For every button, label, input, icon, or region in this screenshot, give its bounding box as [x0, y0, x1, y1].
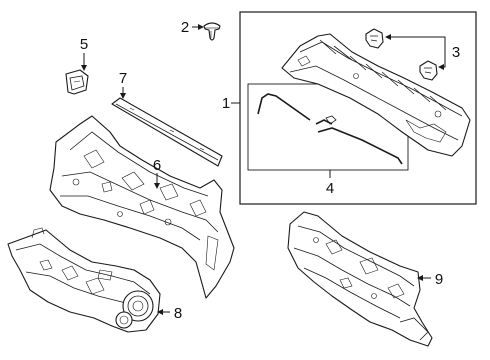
- callout-6: 6: [153, 157, 161, 174]
- callout-1: 1: [222, 95, 230, 112]
- callout-7: 7: [119, 70, 127, 87]
- callout-2: 2: [181, 19, 189, 36]
- callout-5: 5: [80, 36, 88, 53]
- callout-3: 3: [452, 44, 460, 61]
- callout-8: 8: [174, 305, 182, 322]
- retainer-clip-upper: [365, 28, 384, 49]
- cowl-brace-drawing: [111, 97, 223, 167]
- dash-panel-drawing: [49, 115, 235, 299]
- cowl-top-drawing: [281, 33, 471, 157]
- prop-rod-drawing: [257, 93, 403, 165]
- callout-9: 9: [435, 271, 443, 288]
- outer-insulator-drawing: [287, 211, 433, 347]
- callout-4: 4: [326, 180, 334, 197]
- cowl-assembly-group-box: [239, 11, 477, 205]
- push-clip-drawing: [203, 22, 221, 41]
- bracket-drawing: [65, 69, 89, 95]
- retainer-clip-lower: [419, 60, 438, 81]
- dash-insulator-drawing: [7, 227, 161, 333]
